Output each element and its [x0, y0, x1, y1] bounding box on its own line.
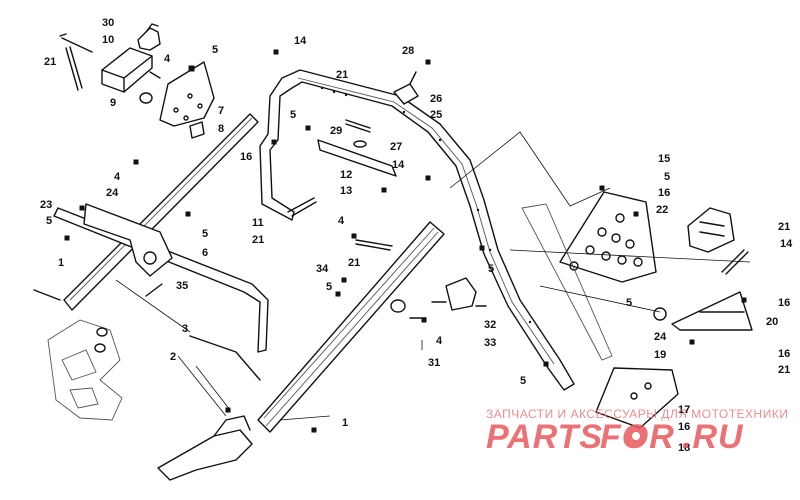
strap-29: [345, 119, 371, 133]
callout-1: 1: [342, 417, 348, 429]
callout-21: 21: [778, 364, 790, 376]
callout-21: 21: [348, 257, 360, 269]
callout-5: 5: [626, 297, 632, 309]
callout-labels: 30 10 21 4 5 9 7 8 14 21 28 26 25 5 29 2…: [40, 17, 793, 454]
watermark-parts: PARTS: [486, 418, 603, 456]
callout-1: 1: [58, 257, 64, 269]
callout-21: 21: [336, 69, 348, 81]
clamp-32: [445, 277, 477, 311]
fasteners: [64, 49, 747, 433]
leaders: [115, 131, 751, 421]
callout-5: 5: [520, 375, 526, 387]
callout-9: 9: [110, 97, 116, 109]
bracket-12: [317, 139, 397, 177]
watermark-ru: .RU: [682, 418, 744, 456]
callout-21: 21: [778, 221, 790, 233]
callout-27: 27: [390, 141, 402, 153]
tie-strap-left: [65, 46, 83, 91]
callout-33: 33: [484, 337, 496, 349]
upper-hoop: [259, 69, 575, 391]
grommet: [139, 92, 153, 104]
callout-5: 5: [488, 263, 494, 275]
callout-35: 35: [176, 280, 188, 292]
callout-7: 7: [218, 105, 224, 117]
callout-5: 5: [664, 171, 670, 183]
drawing: [33, 23, 753, 481]
callout-31: 31: [428, 357, 440, 369]
bracket-plate: [159, 61, 215, 139]
bolt-1a: [33, 289, 61, 301]
clamp-24: [390, 299, 406, 313]
upper-rail: [63, 113, 259, 311]
bolt-left-top: [59, 33, 93, 53]
callout-5: 5: [326, 281, 332, 293]
callout-23: 23: [40, 199, 52, 211]
callout-4: 4: [114, 171, 121, 183]
chassis-outline: [47, 319, 123, 421]
clip-24b: [653, 307, 667, 321]
callout-11: 11: [252, 217, 264, 229]
callout-16: 16: [658, 187, 670, 199]
strap-11: [287, 197, 317, 217]
callout-12: 12: [340, 169, 352, 181]
plate-20: [671, 291, 753, 331]
callout-3: 3: [182, 323, 188, 335]
screw-4a: [149, 71, 161, 79]
watermark-for: FOR: [600, 418, 675, 456]
callout-4: 4: [164, 53, 171, 65]
plate-15: [559, 191, 657, 283]
callout-20: 20: [766, 316, 778, 328]
nut-5a: [188, 65, 195, 72]
callout-5: 5: [290, 109, 296, 121]
callout-24: 24: [654, 331, 667, 343]
callout-14: 14: [294, 35, 307, 47]
callout-24: 24: [106, 187, 119, 199]
callout-10: 10: [102, 34, 114, 46]
callout-22: 22: [656, 204, 668, 216]
callout-16: 16: [240, 151, 252, 163]
callout-5: 5: [212, 44, 218, 56]
watermark: ЗАПЧАСТИ И АКСЕССУАРЫ ДЛЯ МОТОТЕХНИКИ PA…: [486, 407, 788, 456]
callout-13: 13: [340, 185, 352, 197]
callout-16: 16: [778, 297, 790, 309]
callout-18: 18: [678, 442, 690, 454]
gear-icon: [625, 425, 647, 447]
lower-rail: [257, 221, 445, 433]
callout-4: 4: [436, 335, 443, 347]
callout-28: 28: [402, 45, 414, 57]
callout-19: 19: [654, 349, 666, 361]
callout-21: 21: [44, 56, 56, 68]
callout-14: 14: [780, 238, 793, 250]
callout-26: 26: [430, 93, 442, 105]
callout-2: 2: [170, 351, 176, 363]
line-3: [189, 335, 261, 381]
callout-4: 4: [338, 215, 345, 227]
strap-center: [355, 239, 393, 251]
callout-32: 32: [484, 319, 496, 331]
callout-5: 5: [202, 228, 208, 240]
bolt-35: [145, 283, 163, 297]
callout-34: 34: [316, 263, 329, 275]
clip-27: [353, 140, 367, 148]
callout-6: 6: [202, 247, 208, 259]
callout-25: 25: [430, 109, 442, 121]
callout-16: 16: [778, 348, 790, 360]
callout-8: 8: [218, 123, 224, 135]
callout-15: 15: [658, 153, 670, 165]
callout-30: 30: [102, 17, 114, 29]
callout-21: 21: [252, 234, 264, 246]
callout-5: 5: [46, 215, 52, 227]
cross-tube-6: [53, 207, 269, 353]
electrical-box: [101, 23, 161, 93]
callout-17: 17: [678, 404, 690, 416]
callout-14: 14: [392, 159, 405, 171]
callout-16: 16: [678, 421, 690, 433]
front-foot: [157, 429, 253, 481]
watermark-tagline: ЗАПЧАСТИ И АКСЕССУАРЫ ДЛЯ МОТОТЕХНИКИ: [486, 407, 788, 421]
module-22: [687, 207, 735, 253]
side-strip: [521, 203, 613, 361]
callout-29: 29: [330, 125, 342, 137]
bushing-26: [393, 83, 419, 105]
